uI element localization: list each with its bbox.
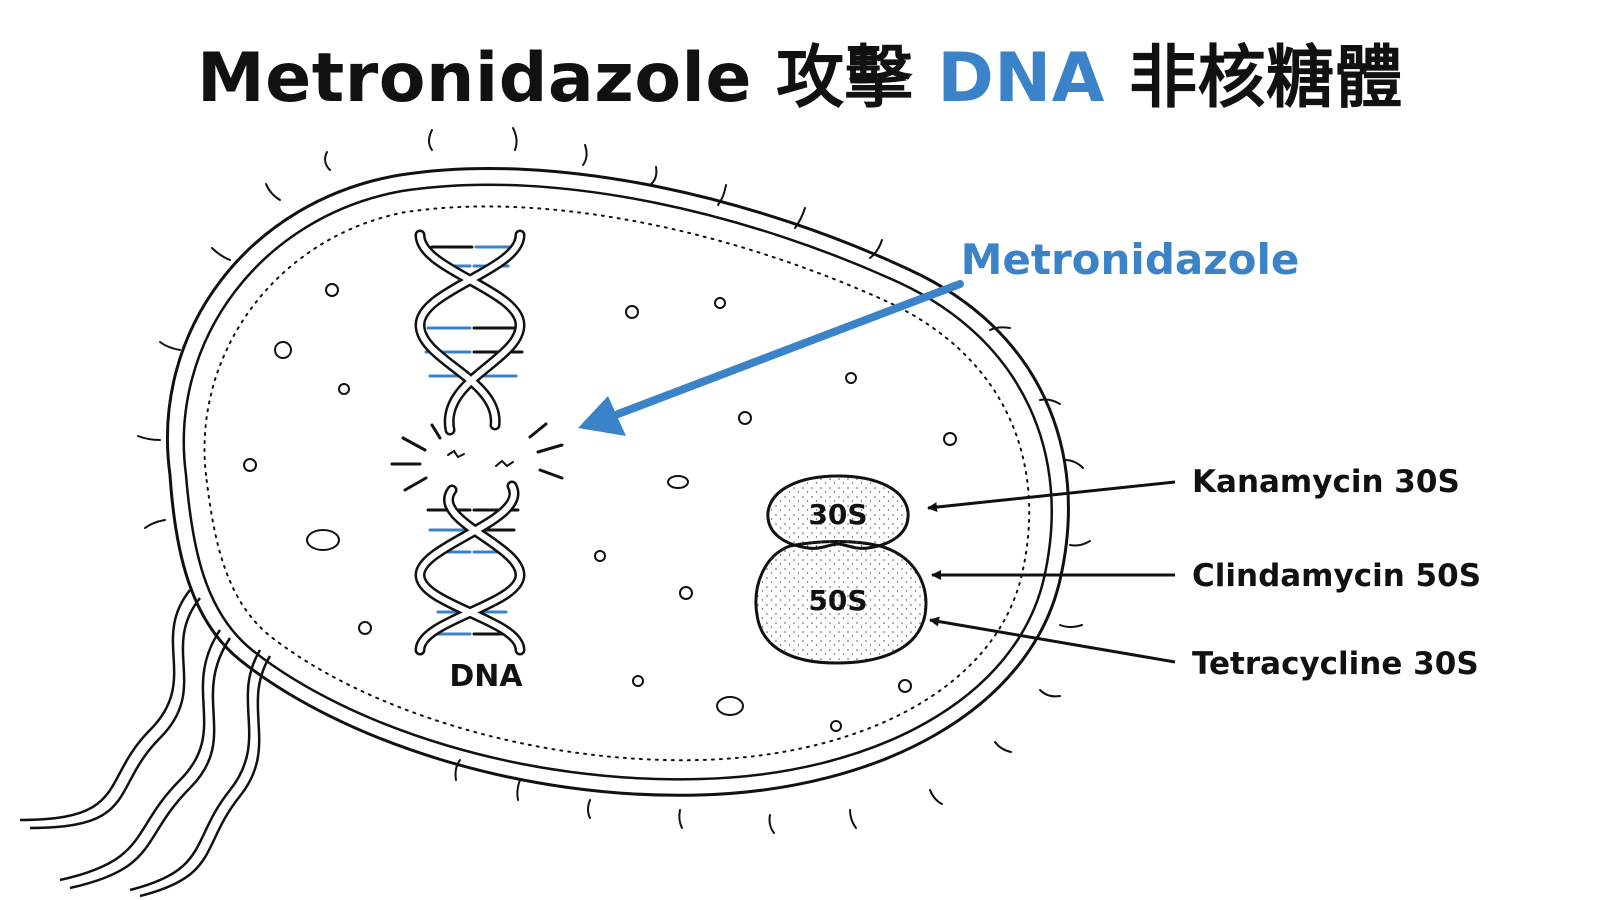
dna-helix-upper	[414, 229, 526, 436]
title-part2: 非核糖體	[1129, 39, 1404, 118]
ribosome-30s-subunit	[766, 474, 910, 550]
label-kanamycin: Kanamycin 30S	[1192, 464, 1460, 500]
ribosome: 30S 50S	[754, 474, 928, 665]
cell-envelope	[165, 166, 1070, 797]
label-metronidazole: Metronidazole	[961, 235, 1300, 284]
dna-break-burst	[390, 422, 564, 492]
title-highlight-dna: DNA	[937, 39, 1105, 118]
antibiotic-arrows	[927, 480, 1176, 664]
label-50s: 50S	[808, 584, 867, 617]
label-tetracycline: Tetracycline 30S	[1192, 646, 1479, 682]
cytoplasm-granules	[243, 283, 957, 732]
pili	[137, 127, 1091, 834]
label-30s: 30S	[808, 498, 867, 531]
page-title: Metronidazole 攻擊 DNA 非核糖體	[0, 22, 1600, 121]
metronidazole-arrow	[578, 280, 964, 436]
label-dna: DNA	[449, 659, 523, 694]
dna-helix-lower	[414, 480, 526, 656]
flagella	[19, 589, 272, 898]
title-part1: Metronidazole 攻擊	[196, 39, 914, 118]
label-clindamycin: Clindamycin 50S	[1192, 558, 1481, 594]
